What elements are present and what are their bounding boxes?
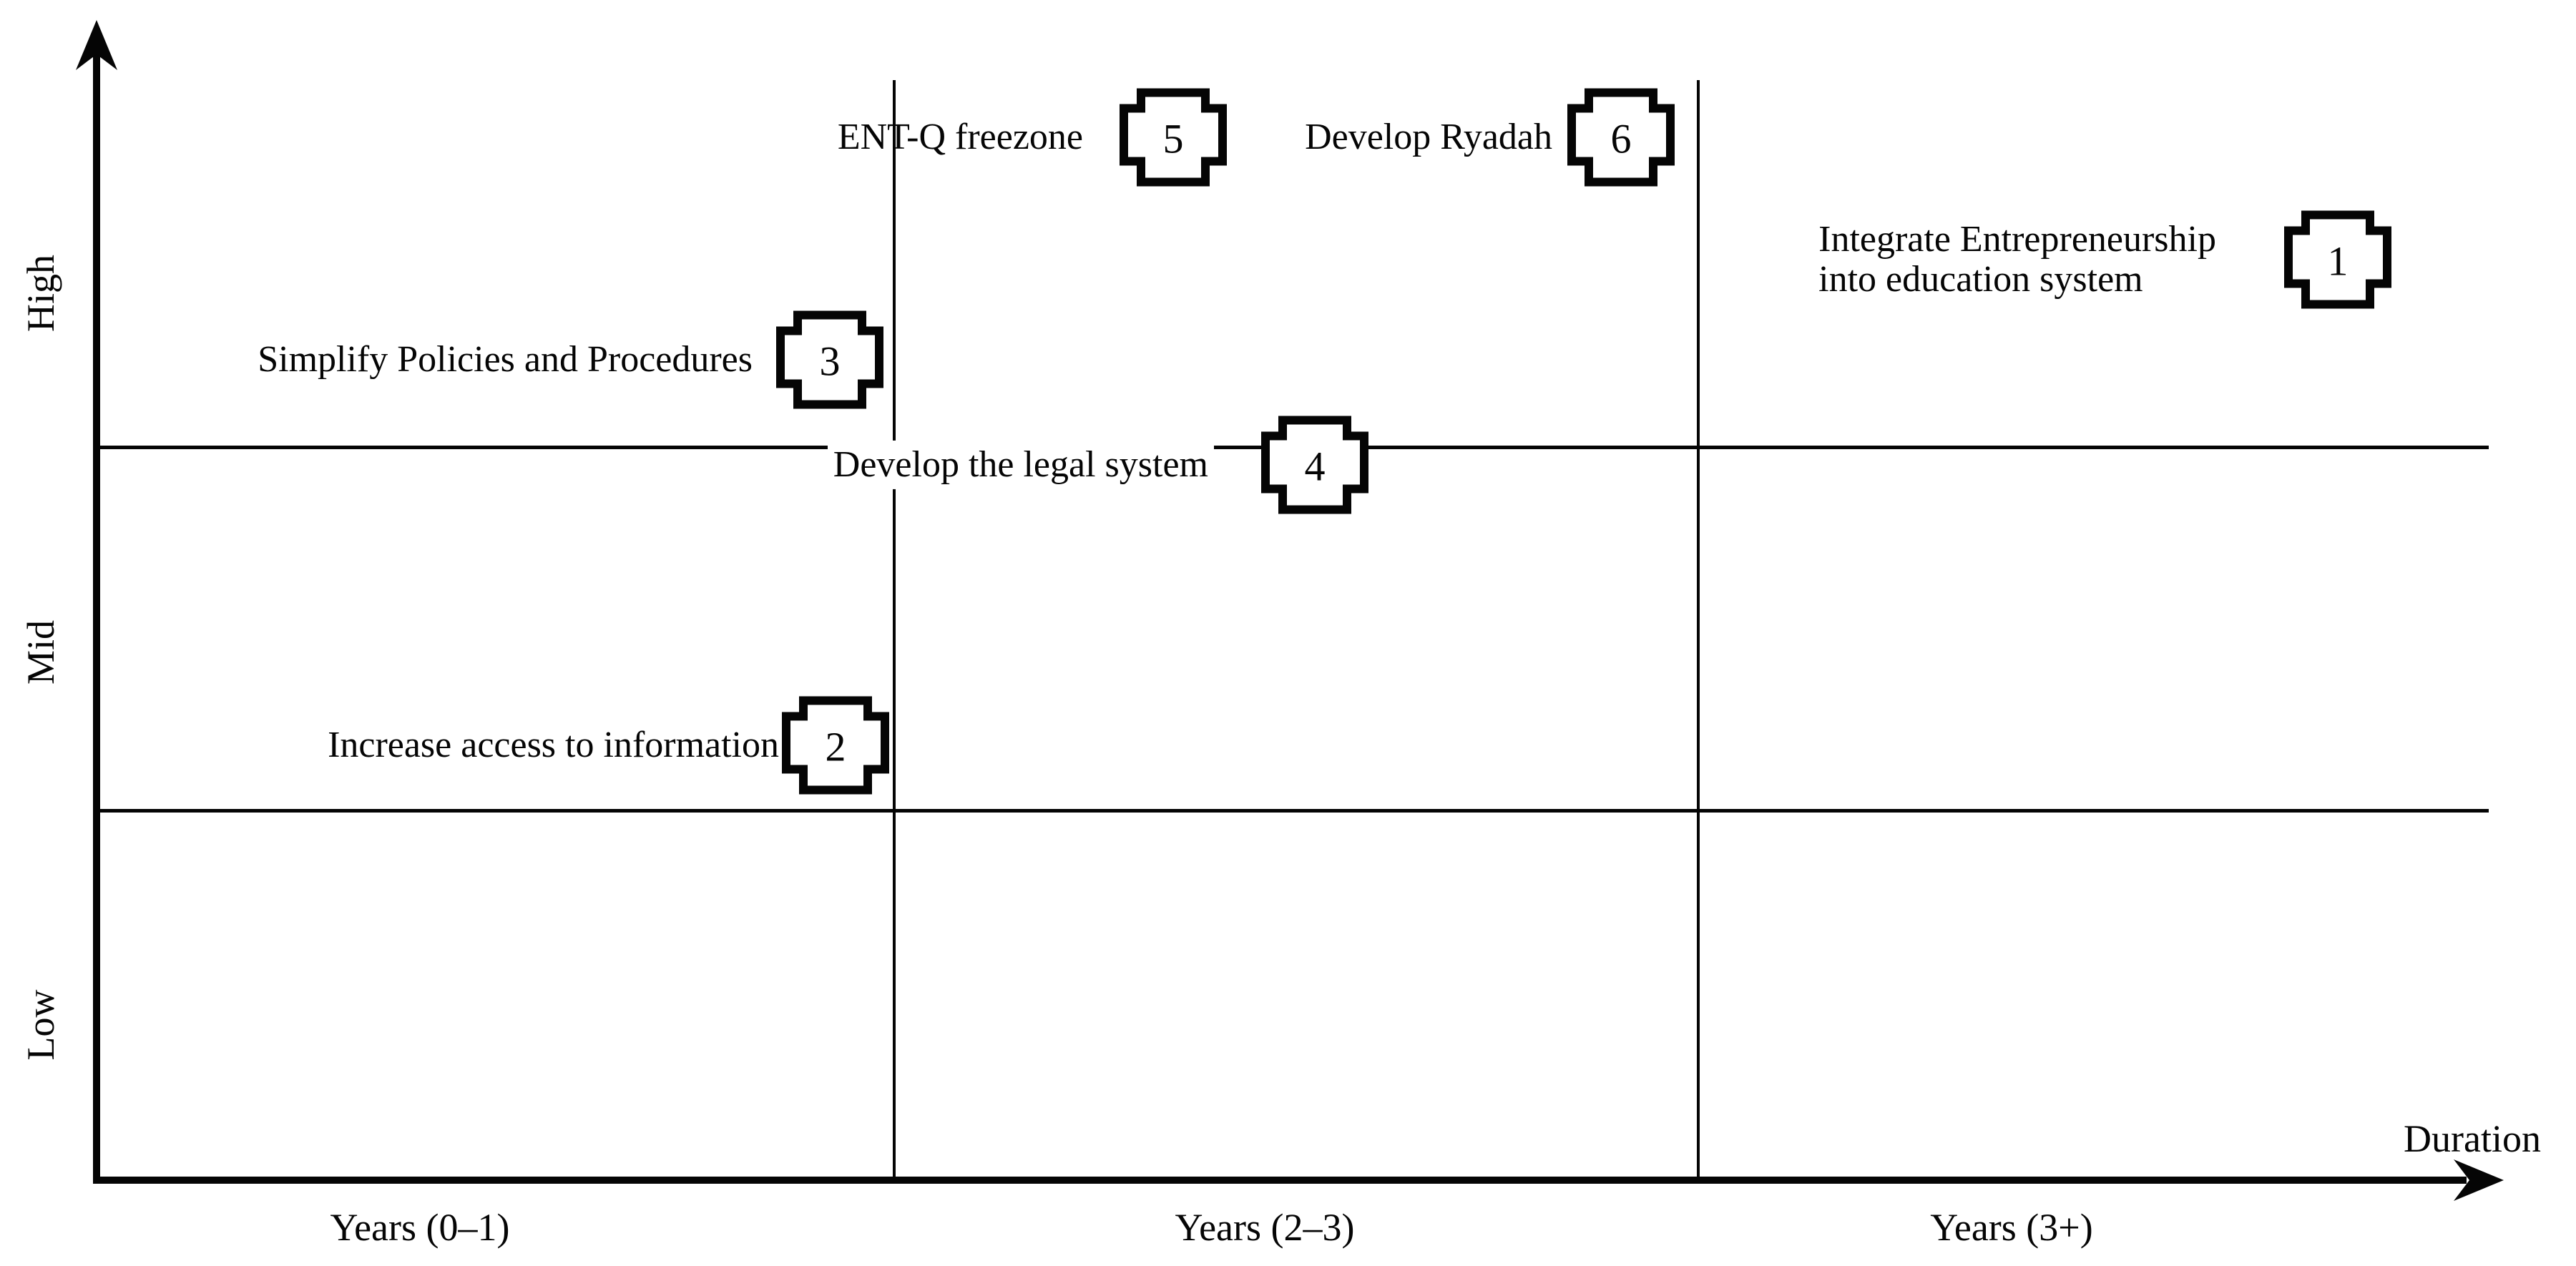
cross-marker-shape [776, 310, 883, 409]
gridline-vertical-2 [1697, 80, 1700, 1182]
item-number: 1 [2327, 237, 2349, 285]
x-axis-arrow-icon [2454, 1159, 2504, 1201]
y-axis-line [93, 44, 100, 1183]
divider-mid-low [97, 809, 2489, 813]
gridline-vertical-1 [893, 80, 896, 1182]
item-number: 4 [1304, 443, 1326, 490]
x-tick-years-0-1: Years (0–1) [330, 1206, 510, 1249]
y-axis-arrow-icon [76, 20, 117, 70]
y-tick-low: Low [19, 989, 62, 1061]
cross-marker-shape [1120, 88, 1227, 187]
item-number: 5 [1162, 115, 1184, 162]
cross-marker-shape [782, 696, 889, 795]
cross-marker-icon [2284, 210, 2391, 309]
cross-marker-icon [776, 310, 883, 409]
cross-marker-icon [1120, 88, 1227, 187]
cross-marker-shape [1567, 88, 1675, 187]
item-number: 3 [819, 338, 841, 385]
cross-marker-icon [1567, 88, 1675, 187]
item-label: Increase access to information [328, 724, 779, 765]
y-tick-high: High [19, 255, 62, 332]
item-label: Simplify Policies and Procedures [258, 338, 753, 380]
x-axis-title: Duration [2404, 1117, 2541, 1160]
item-label: Develop Ryadah [1305, 116, 1552, 157]
item-label: Develop the legal system [827, 440, 1214, 490]
cross-marker-icon [1261, 416, 1368, 514]
cross-marker-shape [2284, 210, 2391, 309]
cross-marker-shape [1261, 416, 1368, 514]
y-tick-mid: Mid [19, 619, 62, 685]
x-tick-years-3plus: Years (3+) [1930, 1206, 2093, 1249]
x-axis-line [93, 1177, 2467, 1184]
x-tick-years-2-3: Years (2–3) [1175, 1206, 1355, 1249]
item-label: Integrate Entrepreneurship into educatio… [1818, 218, 2216, 300]
item-number: 2 [825, 723, 846, 770]
item-number: 6 [1610, 115, 1632, 162]
item-label: ENT-Q freezone [837, 116, 1083, 157]
cross-marker-icon [782, 696, 889, 795]
